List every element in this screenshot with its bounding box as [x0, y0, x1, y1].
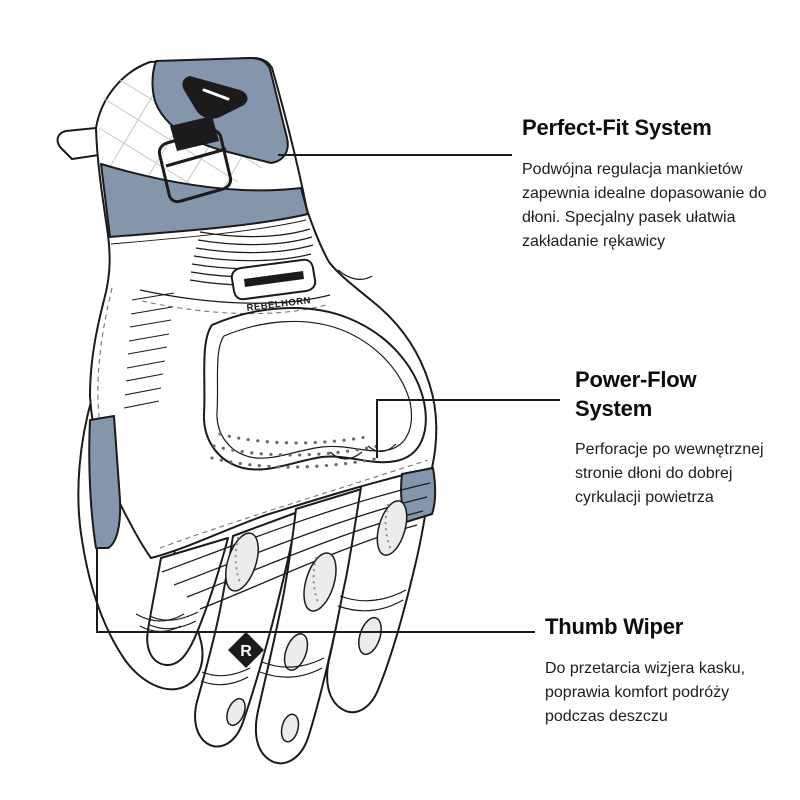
knuckle-protector: [202, 307, 427, 471]
knuckle-inner-contour: [216, 320, 413, 459]
perfect-fit-title: Perfect-Fit System: [522, 115, 712, 140]
finger-pads: [225, 500, 408, 743]
strap-keeper: [170, 116, 219, 151]
pad-texture: [234, 503, 393, 607]
logo-letter: R: [240, 643, 252, 660]
pull-tab: [182, 76, 248, 119]
hand-details: REBELHORN: [88, 258, 437, 549]
callout-power-flow: Power-Flow System Perforacje po wewnętrz…: [575, 366, 797, 510]
finger-creases: [135, 589, 407, 686]
callout-line-power-flow: [376, 399, 560, 458]
side-vents: [123, 292, 175, 409]
cuff-tab: [56, 127, 100, 160]
thumb-wiper-title: Thumb Wiper: [545, 614, 684, 639]
callout-line-thumb-wiper: [96, 548, 535, 633]
strap-buckle: [157, 128, 233, 204]
badge-bar: [244, 271, 304, 287]
callout-lines: [96, 154, 560, 633]
logo-rhombus: [228, 632, 264, 668]
brand-logo: R: [228, 632, 264, 668]
perfect-fit-description: Podwójna regulacja mankietów zapewnia id…: [522, 160, 767, 250]
cuff-details: [98, 57, 309, 245]
power-flow-description: Perforacje po wewnętrznej stronie dłoni …: [575, 441, 764, 507]
buckle-bar: [165, 147, 227, 168]
wrist-stitch: [141, 300, 327, 315]
callout-thumb-wiper: Thumb Wiper Do przetarcia wizjera kasku,…: [545, 613, 785, 729]
knuckle-bump: [329, 451, 363, 460]
power-flow-title: Power-Flow System: [575, 367, 697, 421]
thumb-wiper-patch: [88, 415, 122, 549]
pull-tab-slit: [202, 88, 230, 101]
finger-index: [326, 469, 433, 714]
perforations: [210, 432, 382, 469]
knuckle-stitch: [159, 459, 429, 549]
callout-perfect-fit: Perfect-Fit System Podwójna regulacja ma…: [522, 114, 772, 254]
thumb-wiper-description: Do przetarcia wizjera kasku, poprawia ko…: [545, 659, 746, 725]
knuckle-bump: [367, 443, 397, 453]
edge-detail: [337, 269, 373, 280]
